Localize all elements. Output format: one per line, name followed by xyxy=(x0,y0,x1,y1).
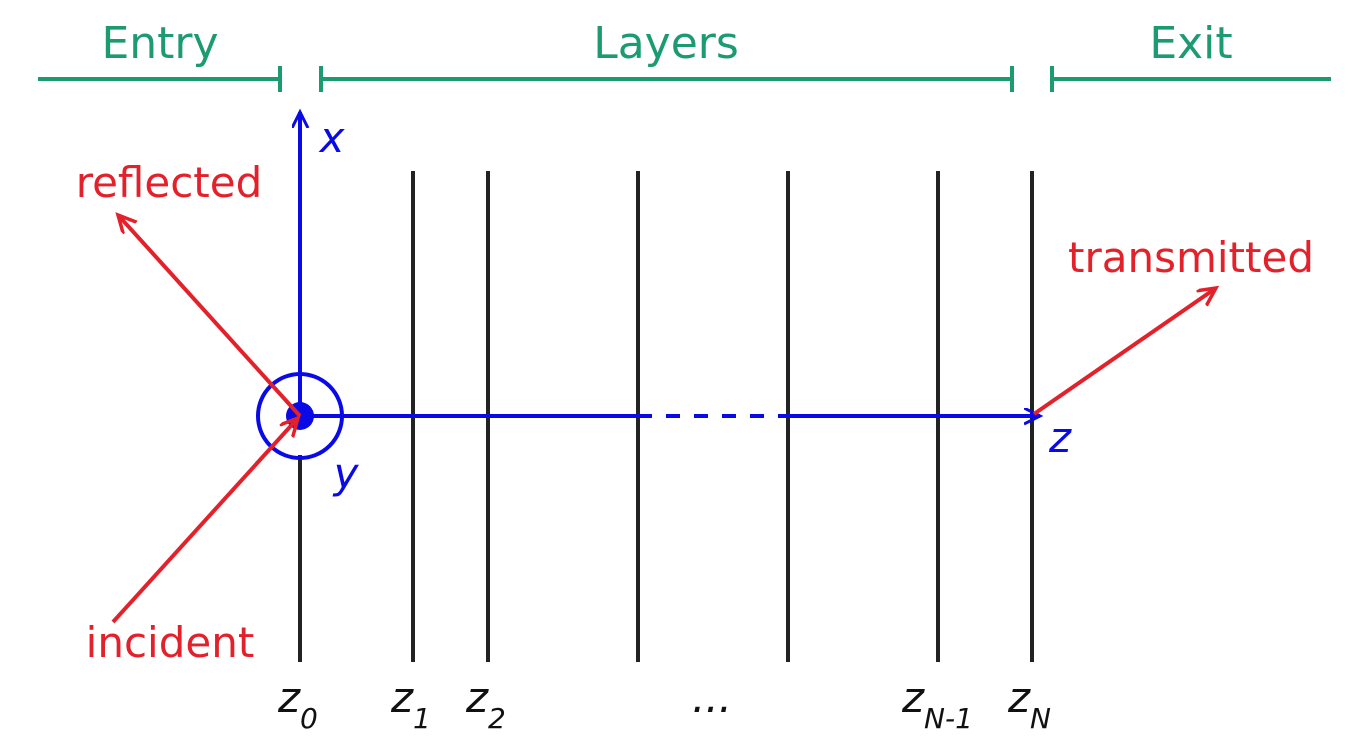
reflected-arrow xyxy=(118,215,302,418)
z2-label-sub: 2 xyxy=(488,702,506,735)
layers-label: Layers xyxy=(593,18,739,69)
zn-label-base: z xyxy=(1007,673,1031,722)
z0-label: z0 xyxy=(277,673,318,735)
z2-label: z2 xyxy=(465,673,506,735)
zn-1-label: zN-1 xyxy=(901,673,973,735)
y-axis-label: y xyxy=(332,449,360,498)
zn-label: zN xyxy=(1007,673,1051,735)
incident-arrow xyxy=(111,418,298,624)
z1-label-sub: 1 xyxy=(413,702,431,735)
axes xyxy=(256,112,1040,460)
z0-label-base: z xyxy=(277,673,301,722)
z-axis-label: z xyxy=(1048,413,1072,462)
incident-label: incident xyxy=(86,618,255,667)
transmitted-label: transmitted xyxy=(1068,233,1314,282)
transmitted-arrow xyxy=(1032,288,1216,416)
entry-label: Entry xyxy=(101,18,218,69)
z2-label-base: z xyxy=(465,673,489,722)
z0-label-sub: 0 xyxy=(300,702,318,735)
reflected-label: reflected xyxy=(76,158,263,207)
zn-1-label-sub: N-1 xyxy=(924,702,973,735)
x-axis-label: x xyxy=(318,113,346,162)
exit-label: Exit xyxy=(1149,18,1232,69)
z1-label-base: z xyxy=(390,673,414,722)
region-brackets xyxy=(38,66,1331,92)
zn-label-sub: N xyxy=(1030,702,1051,735)
waves xyxy=(111,215,1216,624)
ellipsis-label: ... xyxy=(692,673,732,722)
y-axis-out-of-page-circle xyxy=(256,372,344,460)
z1-label: z1 xyxy=(390,673,431,735)
zn-1-label-base: z xyxy=(901,673,925,722)
